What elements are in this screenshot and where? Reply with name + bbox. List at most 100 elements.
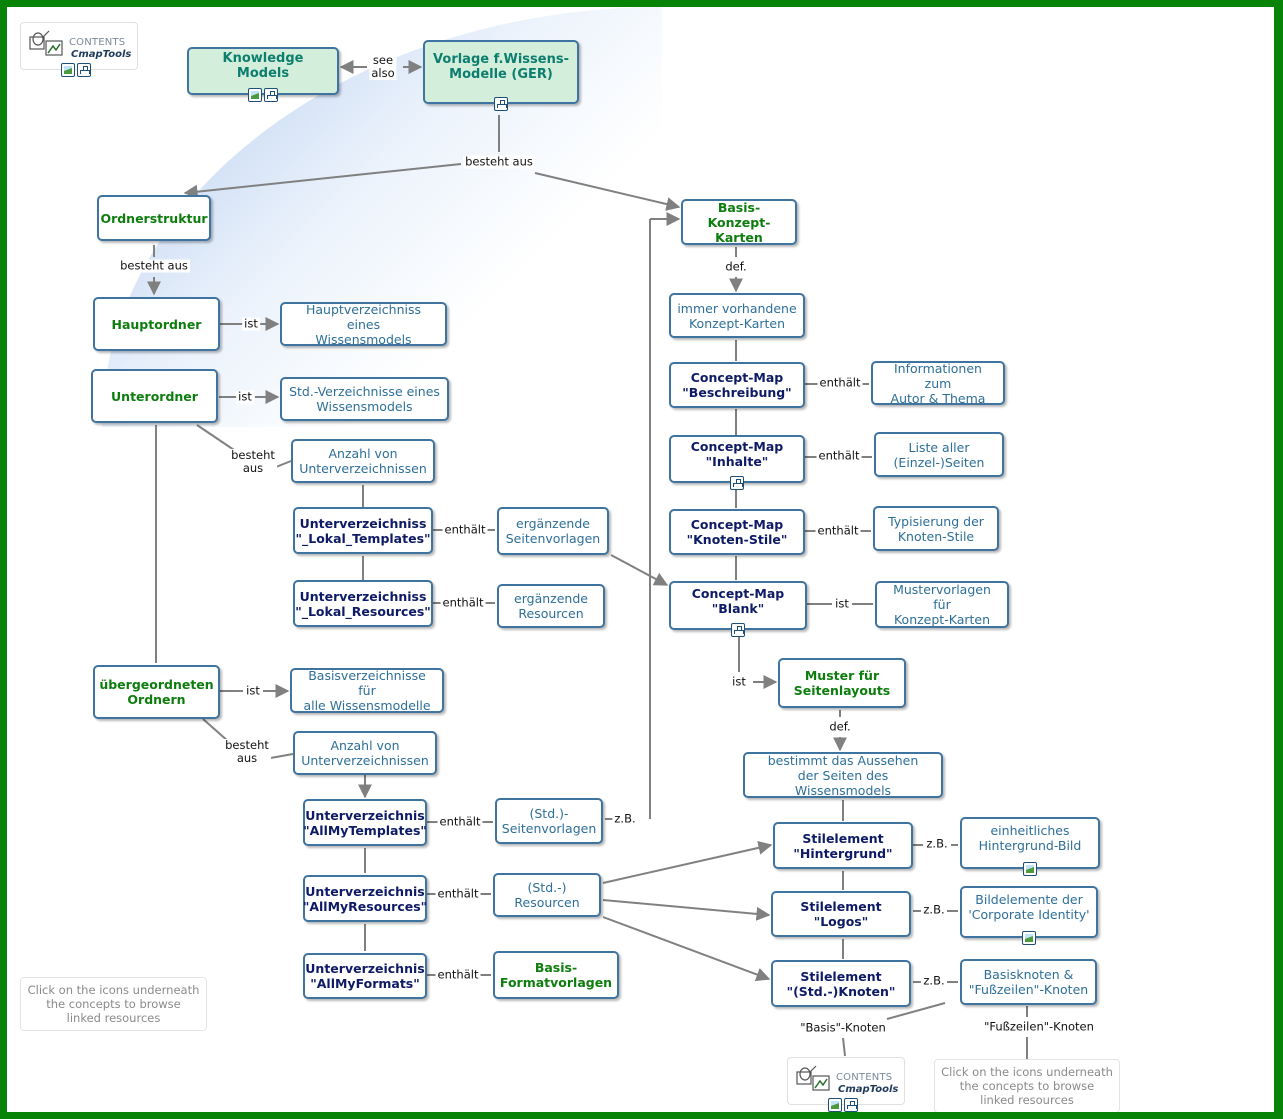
concept-map-resource-icon[interactable] (77, 63, 91, 77)
badge-resource-icons (828, 1098, 858, 1112)
concept-map-resource-icon[interactable] (264, 88, 278, 102)
linking-phrase-ist-4: ist (833, 596, 851, 611)
image-resource-icon[interactable] (1022, 931, 1036, 945)
contents-badge-bottom[interactable]: CONTENTS CmapTools (787, 1057, 905, 1112)
linking-phrase-basis-knoten: "Basis"-Knoten (798, 1020, 888, 1035)
linking-phrase-enthaelt-3: enthält (437, 814, 483, 829)
linking-phrase-zb-3: z.B. (921, 902, 947, 917)
concept-ergaenzende-resourcen[interactable]: ergänzende Resourcen (497, 584, 605, 628)
linking-phrase-enthaelt-2: enthält (440, 595, 486, 610)
concept-map-resource-icon[interactable] (494, 97, 508, 111)
concept-uv-allmyresources[interactable]: Unterverzeichnis "AllMyResources" (303, 875, 427, 922)
resource-icons (494, 97, 508, 111)
concept-uv-allmytemplates[interactable]: Unterverzeichnis "AllMyTemplates" (303, 799, 427, 846)
concept-cm-knoten-stile[interactable]: Concept-Map "Knoten-Stile" (669, 509, 805, 555)
concept-uebergeordneten[interactable]: übergeordneten Ordnern (93, 665, 220, 719)
cmaptools-logo-icon (29, 30, 63, 56)
linking-phrase-enthaelt-6: enthält (817, 375, 863, 390)
concept-se-hintergrund[interactable]: Stilelement "Hintergrund" (773, 822, 913, 869)
concept-muster-seitenlayouts[interactable]: Muster für Seitenlayouts (778, 658, 906, 708)
concept-label: Typisierung der Knoten-Stile (888, 513, 984, 544)
concept-hauptordner[interactable]: Hauptordner (93, 297, 220, 351)
concept-ergaenzende-seitenvorlagen[interactable]: ergänzende Seitenvorlagen (497, 507, 609, 555)
resource-icons (248, 88, 278, 102)
concept-unterordner[interactable]: Unterordner (91, 369, 218, 423)
concept-map-resource-icon[interactable] (731, 623, 745, 637)
resource-icons (730, 476, 744, 490)
linking-phrase-besteht-3: besteht aus (229, 448, 277, 475)
concept-cm-beschreibung[interactable]: Concept-Map "Beschreibung" (669, 362, 805, 408)
contents-badge-top[interactable]: CONTENTS CmapTools (20, 22, 138, 77)
concept-knowledge-models[interactable]: Knowledge Models (187, 47, 339, 102)
badge-contents-text: CONTENTS (69, 37, 126, 48)
concept-std-seitenvorlagen[interactable]: (Std.)- Seitenvorlagen (495, 798, 603, 844)
image-resource-icon[interactable] (61, 63, 75, 77)
concept-label: Knowledge Models (222, 51, 304, 81)
linking-phrase-enthaelt-7: enthält (816, 448, 862, 463)
concept-basis-konzept-karten[interactable]: Basis- Konzept-Karten (681, 199, 797, 245)
badge-cmaptools-text: CmapTools (838, 1084, 899, 1095)
concept-label: (Std.)- Seitenvorlagen (501, 806, 597, 836)
concept-label: Basis- Formatvorlagen (499, 960, 613, 990)
concept-bestimmt[interactable]: bestimmt das Aussehen der Seiten des Wis… (743, 752, 943, 798)
concept-label: Anzahl von Unterverzeichnissen (299, 446, 427, 476)
concept-mustervorlagen[interactable]: Mustervorlagen für Konzept-Karten (875, 581, 1009, 628)
concept-immer-vorhandene[interactable]: immer vorhandene Konzept-Karten (669, 293, 805, 338)
connection-line (842, 1037, 846, 1057)
concept-label: Stilelement "(Std.-)Knoten" (786, 968, 896, 999)
resource-icons (1022, 931, 1036, 945)
badge-cmaptools-text: CmapTools (71, 49, 132, 60)
concept-map-resource-icon[interactable] (844, 1098, 858, 1112)
connection-line (534, 172, 681, 211)
concept-basis-formatvorlagen[interactable]: Basis- Formatvorlagen (493, 951, 619, 999)
concept-label: Muster für Seitenlayouts (793, 668, 891, 698)
connection-line (602, 840, 773, 884)
hint-note-left: Click on the icons underneath the concep… (20, 977, 207, 1031)
concept-label: Basisknoten & "Fußzeilen"-Knoten (968, 967, 1089, 997)
concept-cm-blank[interactable]: Concept-Map "Blank" (669, 581, 807, 637)
concept-basisverzeichnisse[interactable]: Basisverzeichnisse für alle Wissensmodel… (290, 668, 444, 713)
concept-se-logos[interactable]: Stilelement "Logos" (771, 891, 911, 937)
concept-label: Vorlage f.Wissens- Modelle (GER) (433, 52, 569, 82)
concept-label: Unterverzeichniss "_Lokal_Templates" (295, 515, 431, 546)
concept-einheitliches[interactable]: einheitliches Hintergrund-Bild (960, 817, 1100, 876)
concept-hauptverzeichnis[interactable]: Hauptverzeichniss eines Wissensmodels (280, 302, 447, 347)
linking-phrase-besteht-2: besteht aus (118, 258, 190, 273)
concept-uv-lokal-templates[interactable]: Unterverzeichniss "_Lokal_Templates" (293, 507, 433, 554)
concept-map-canvas: Knowledge Models Vorlage f.Wissens- Model… (7, 7, 1274, 1112)
concept-std-verzeichnisse[interactable]: Std.-Verzeichnisse eines Wissensmodels (280, 377, 449, 421)
concept-anzahl-1[interactable]: Anzahl von Unterverzeichnissen (291, 439, 435, 483)
concept-uv-allmyformats[interactable]: Unterverzeichnis "AllMyFormats" (303, 953, 427, 999)
linking-phrase-ist-2: ist (236, 389, 254, 404)
image-resource-icon[interactable] (248, 88, 262, 102)
concept-label: ergänzende Resourcen (514, 591, 588, 621)
concept-informationen[interactable]: Informationen zum Autor & Thema (871, 361, 1005, 406)
linking-phrase-enthaelt-8: enthält (815, 523, 861, 538)
badge-contents-text: CONTENTS (836, 1072, 893, 1083)
cmaptools-logo-icon (796, 1065, 830, 1091)
concept-bildelemente[interactable]: Bildelemente der 'Corporate Identity' (960, 886, 1098, 945)
concept-label: übergeordneten Ordnern (99, 677, 214, 707)
linking-phrase-zb-2: z.B. (924, 836, 950, 851)
concept-label: Stilelement "Hintergrund" (793, 830, 893, 861)
linking-phrase-enthaelt-1: enthält (442, 522, 488, 537)
concept-map-resource-icon[interactable] (730, 476, 744, 490)
concept-typisierung[interactable]: Typisierung der Knoten-Stile (873, 506, 999, 551)
concept-cm-inhalte[interactable]: Concept-Map "Inhalte" (669, 435, 805, 490)
concept-se-knoten[interactable]: Stilelement "(Std.-)Knoten" (771, 960, 911, 1007)
concept-vorlage[interactable]: Vorlage f.Wissens- Modelle (GER) (423, 40, 579, 111)
concept-uv-lokal-resources[interactable]: Unterverzeichniss "_Lokal_Resources" (293, 580, 433, 627)
concept-label: Anzahl von Unterverzeichnissen (301, 738, 429, 768)
concept-label: Hauptordner (111, 316, 202, 332)
image-resource-icon[interactable] (828, 1098, 842, 1112)
concept-label: Concept-Map "Inhalte" (690, 439, 784, 469)
concept-anzahl-2[interactable]: Anzahl von Unterverzeichnissen (293, 731, 437, 775)
concept-label: immer vorhandene Konzept-Karten (677, 300, 797, 331)
linking-phrase-ist-5: ist (730, 674, 748, 689)
concept-basisknoten[interactable]: Basisknoten & "Fußzeilen"-Knoten (960, 959, 1097, 1005)
concept-std-resourcen[interactable]: (Std.-) Resourcen (493, 873, 601, 917)
image-resource-icon[interactable] (1023, 862, 1037, 876)
concept-liste-aller[interactable]: Liste aller (Einzel-)Seiten (874, 432, 1004, 477)
concept-ordnerstruktur[interactable]: Ordnerstruktur (97, 195, 211, 241)
resource-icons (731, 623, 745, 637)
